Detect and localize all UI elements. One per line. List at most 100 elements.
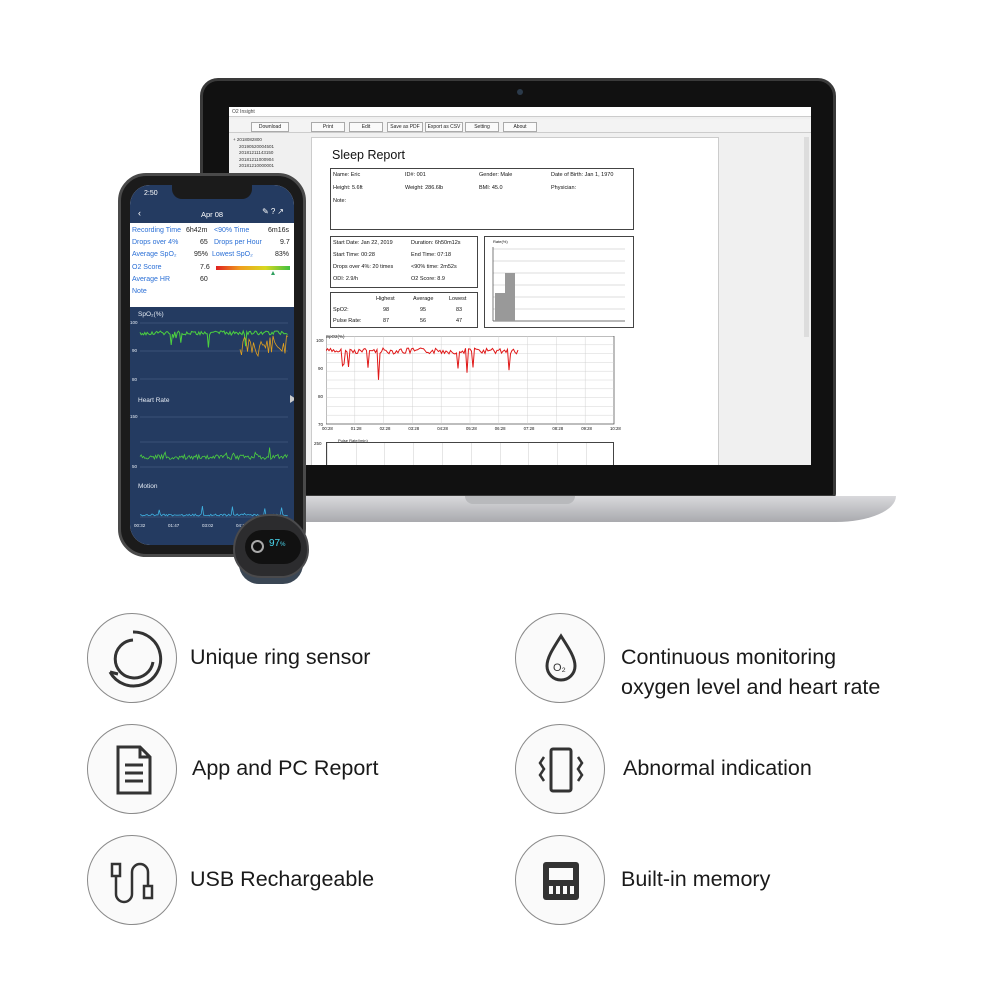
ring-sensor-icon	[87, 613, 177, 703]
spo2-y-tick: 70	[318, 422, 324, 427]
time-tick: 03:28	[408, 426, 420, 431]
download-button[interactable]: Download	[251, 122, 289, 132]
save-pdf-button[interactable]: Save as PDF	[387, 122, 423, 132]
name-field: Name: Eric	[333, 172, 361, 178]
gender-field: Gender: Male	[479, 172, 513, 178]
ring-display: 97%	[245, 530, 301, 564]
pr-row-label: Pulse Rate:	[333, 318, 362, 324]
camera-dot	[517, 89, 523, 95]
motion-chart-title: Motion	[138, 483, 158, 490]
spo2-tick: 90	[132, 348, 138, 353]
physician-field: Physician:	[551, 185, 577, 191]
spo2-average: 95	[420, 307, 427, 313]
pr-highest: 87	[383, 318, 390, 324]
below90-field: <90% time: 2m52s	[411, 264, 457, 270]
spo2-chart-title: SpO₂(%)	[138, 311, 164, 318]
time-tick: 00:28	[322, 426, 333, 431]
o2-score-field: O2 Score: 8.9	[411, 276, 445, 282]
document-icon	[87, 724, 177, 814]
table-header: Lowest	[449, 296, 467, 302]
ring-body: 97%	[233, 514, 309, 578]
status-time: 2:50	[144, 190, 158, 197]
time-tick: 06:28	[494, 426, 506, 431]
below90-label: <90% Time	[214, 227, 250, 234]
time-tick: 01:47	[168, 523, 180, 528]
time-tick: 02:28	[379, 426, 391, 431]
spo2-histogram: Rate(%)	[484, 236, 634, 328]
report-title: Sleep Report	[332, 148, 405, 162]
about-button[interactable]: About	[503, 122, 537, 132]
phone-notch	[172, 185, 252, 199]
start-date: Start Date: Jan 22, 2019	[333, 240, 393, 246]
edit-button[interactable]: Edit	[349, 122, 383, 132]
spo2-row-label: SpO2:	[333, 307, 349, 313]
score-pointer-icon	[271, 271, 275, 275]
scrollbar[interactable]	[804, 137, 809, 337]
hr-tick: 50	[132, 464, 138, 469]
values-table: Highest Average Lowest SpO2: 98 95 83 Pu…	[330, 292, 478, 328]
o2-drop-label: O₂	[553, 662, 566, 674]
time-tick: 09:28	[581, 426, 592, 431]
pulse-chart-label: Pulse Rate(/min)	[338, 438, 368, 443]
weight-field: Weight: 286.6lb	[405, 185, 444, 191]
feature-abnormal-indication: Abnormal indication	[623, 756, 812, 780]
hr-tick: 150	[130, 414, 138, 419]
tree-item[interactable]: 20181211000904	[239, 156, 274, 162]
time-tick: 01:28	[350, 426, 362, 431]
end-time: End Time: 07:18	[411, 252, 452, 258]
drops-value: 65	[200, 239, 208, 246]
export-csv-button[interactable]: Export as CSV	[425, 122, 463, 132]
time-tick: 03:02	[202, 523, 214, 528]
spo2-trend-chart	[326, 336, 615, 425]
memory-chip-icon	[515, 835, 605, 925]
note-field: Note:	[333, 198, 347, 204]
dob-field: Date of Birth: Jan 1, 1970	[551, 172, 614, 178]
drops-per-hour-value: 9.7	[280, 239, 290, 246]
table-header: Average	[413, 296, 434, 302]
pulse-y-tick: 250	[314, 441, 322, 446]
phone-trend-charts	[139, 322, 294, 518]
tree-item[interactable]: 20181211143150	[239, 150, 274, 155]
time-tick: 00:32	[134, 523, 146, 528]
avg-spo2-value: 95%	[194, 251, 209, 258]
pr-lowest: 47	[456, 318, 463, 324]
feature-usb-rechargeable: USB Rechargeable	[190, 867, 375, 891]
phone-charts-panel: SpO₂(%) 100 90 80 Heart Rate 150 50 Moti…	[130, 307, 294, 545]
id-field: ID#: 001	[405, 172, 426, 178]
toolbar: Download Print Edit Save as PDF Export a…	[229, 119, 811, 133]
o2-drop-icon: O₂	[515, 613, 605, 703]
spo2-tick: 100	[130, 320, 138, 325]
back-arrow-icon[interactable]: ‹	[138, 208, 141, 218]
pulse-chart	[326, 442, 614, 465]
spo2-chart-label: SpO2(%)	[326, 334, 345, 339]
recording-time-value: 6h42m	[186, 227, 208, 234]
feature-built-in-memory: Built-in memory	[621, 867, 771, 891]
spo2-y-tick: 80	[318, 394, 324, 399]
o2-score-bar	[216, 266, 290, 270]
laptop: O2 Insight Download Print Edit Save as P…	[200, 78, 836, 498]
power-button-icon[interactable]	[251, 540, 264, 553]
setting-button[interactable]: Setting	[465, 122, 499, 132]
tree-item[interactable]: 20181210000001	[239, 163, 275, 168]
histogram-plot	[492, 247, 625, 322]
tree-item[interactable]: 20190520004501	[239, 143, 275, 149]
drops-label: Drops over 4%	[132, 239, 179, 246]
heart-rate-chart-title: Heart Rate	[138, 397, 170, 404]
share-icon[interactable]: ↗	[277, 207, 286, 216]
feature-line-2: oxygen level and heart rate	[621, 675, 881, 699]
spo2-lowest: 83	[456, 307, 463, 313]
lowest-spo2-label: Lowest SpO₂	[212, 251, 253, 258]
print-button[interactable]: Print	[311, 122, 345, 132]
help-icon[interactable]: ?	[270, 207, 278, 216]
height-field: Height: 5.6ft	[333, 185, 363, 191]
smartphone: 2:50 ‹ Apr 08 ✎?↗ Recording Time 6h42m <…	[118, 173, 306, 557]
pc-app-window: O2 Insight Download Print Edit Save as P…	[229, 107, 811, 465]
bmi-field: BMI: 45.0	[479, 185, 503, 191]
edit-icon[interactable]: ✎	[262, 207, 271, 216]
tree-item[interactable]: + 2018082800	[233, 137, 262, 142]
patient-info-box: Name: Eric ID#: 001 Gender: Male Date of…	[330, 168, 634, 230]
start-time: Start Time: 00:28	[333, 252, 375, 258]
avg-spo2-label: Average SpO₂	[132, 251, 177, 258]
avg-hr-value: 60	[200, 276, 208, 283]
time-tick: 08:28	[552, 426, 564, 431]
